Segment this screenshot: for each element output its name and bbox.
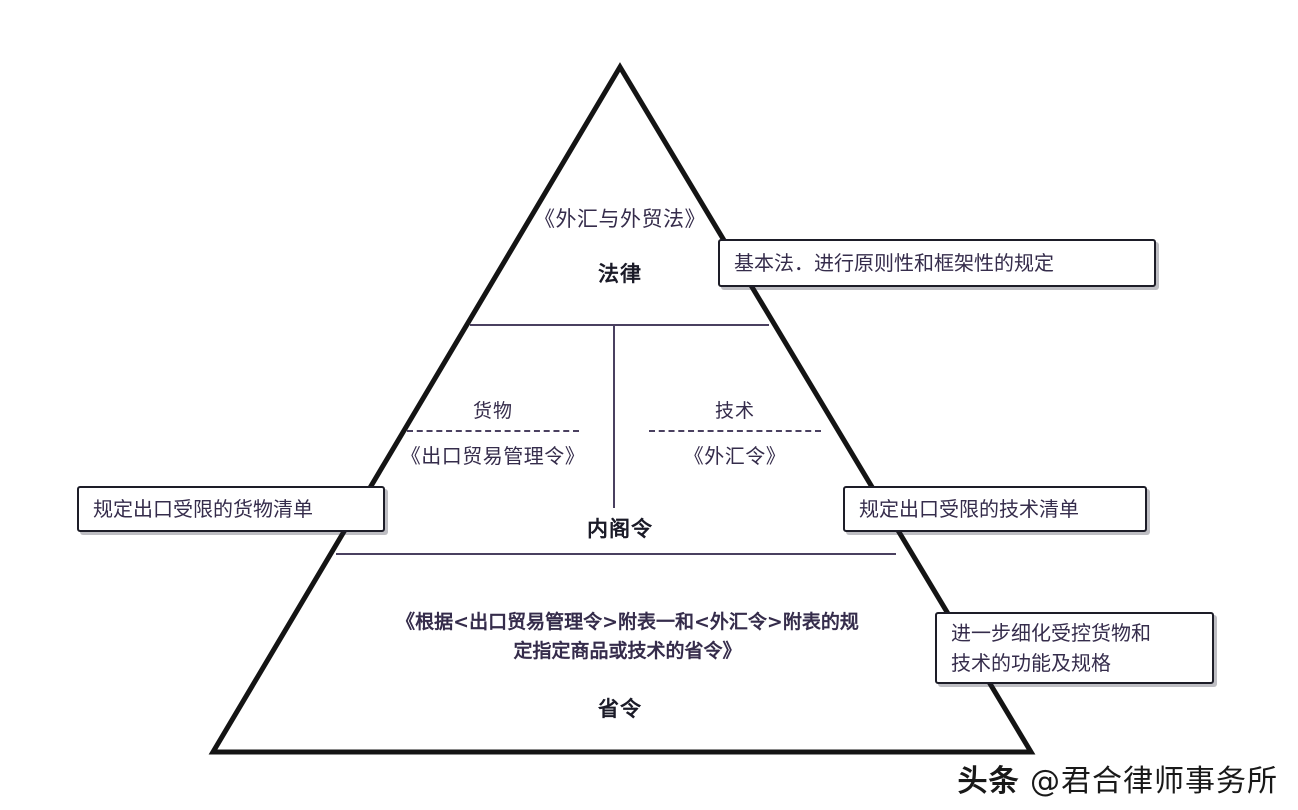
cabinet-goods-dashed-rule [407, 430, 579, 432]
cabinet-goods-category: 货物 [472, 400, 513, 422]
callout-detail-spec: 进一步细化受控货物和 技术的功能及规格 [935, 612, 1214, 684]
cabinet-technology-category: 技术 [714, 400, 755, 422]
cabinet-technology-ordinance: 《外汇令》 [683, 444, 787, 468]
watermark-account-handle: @君合律师事务所 [1030, 764, 1278, 799]
callout-technology-list: 规定出口受限的技术清单 [843, 486, 1147, 532]
callout-detail-spec-line1: 进一步细化受控货物和 [951, 621, 1151, 645]
law-tier-statute-title: 《外汇与外贸法》 [534, 207, 706, 231]
callout-technology-list-text: 规定出口受限的技术清单 [859, 497, 1079, 521]
tier-label-law: 法律 [598, 262, 642, 286]
pyramid-triangle [208, 62, 1036, 755]
callout-basic-law-text: 基本法．进行原则性和框架性的规定 [734, 251, 1054, 275]
watermark: 头条 @君合律师事务所 [957, 756, 1278, 800]
watermark-platform: 头条 [957, 764, 1020, 799]
cabinet-column-goods: 货物 《出口贸易管理令》 [363, 396, 623, 469]
ministerial-tier-statute-title: 《根据<出口贸易管理令>附表一和<外汇令>附表的规定指定商品或技术的省令》 [396, 611, 859, 663]
cabinet-column-technology: 技术 《外汇令》 [605, 396, 865, 469]
tier-label-cabinet-order: 内阁令 [587, 517, 653, 541]
callout-goods-list-text: 规定出口受限的货物清单 [93, 497, 313, 521]
callout-goods-list: 规定出口受限的货物清单 [77, 486, 385, 532]
tier-label-ministerial-ordinance: 省令 [598, 697, 642, 721]
cabinet-goods-ordinance: 《出口贸易管理令》 [400, 444, 586, 468]
cabinet-technology-dashed-rule [649, 430, 821, 432]
callout-basic-law: 基本法．进行原则性和框架性的规定 [718, 239, 1156, 287]
callout-detail-spec-line2: 技术的功能及规格 [951, 651, 1111, 675]
